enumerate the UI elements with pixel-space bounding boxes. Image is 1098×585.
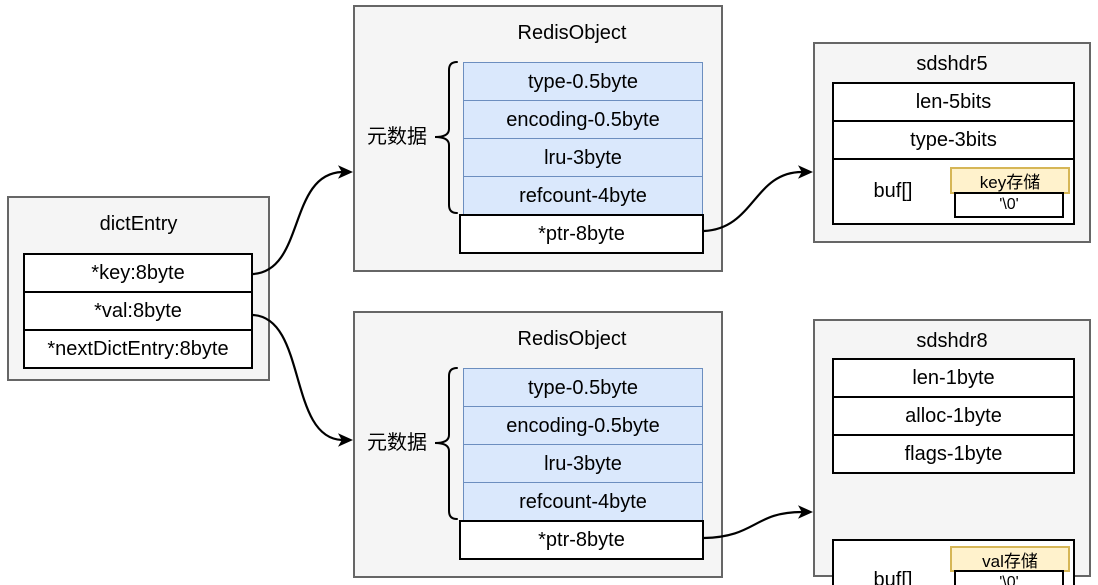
sdshdr5-buf-label: buf[] bbox=[873, 180, 913, 202]
redisobject-bottom-meta-label: 元数据 bbox=[367, 432, 427, 454]
redisobject-bottom-title: RedisObject bbox=[517, 328, 627, 350]
sdshdr8-row-alloc: alloc-1byte bbox=[832, 396, 1075, 436]
dictentry-title: dictEntry bbox=[99, 213, 178, 235]
redisobject-bottom-row-ptr: *ptr-8byte bbox=[459, 520, 704, 560]
sdshdr8-row-flags: flags-1byte bbox=[832, 434, 1075, 474]
redisobject-bottom-row-encoding: encoding-0.5byte bbox=[463, 406, 703, 446]
sdshdr5-cell-key-storage: key存储 bbox=[950, 167, 1070, 194]
sdshdr5-row-buf: buf[] key存储 '\0' bbox=[832, 158, 1075, 225]
redisobject-top-title: RedisObject bbox=[517, 22, 627, 44]
redisobject-top-row-refcount: refcount-4byte bbox=[463, 176, 703, 216]
arrowhead-val bbox=[338, 433, 353, 447]
arrowhead-key bbox=[338, 165, 353, 179]
arrowhead-sdshdr8 bbox=[798, 505, 813, 519]
sdshdr5-cell-nul: '\0' bbox=[954, 192, 1064, 218]
redisobject-bottom-row-lru: lru-3byte bbox=[463, 444, 703, 484]
dictentry-row-key: *key:8byte bbox=[23, 253, 253, 293]
dictentry-row-nextdictentry: *nextDictEntry:8byte bbox=[23, 329, 253, 369]
sdshdr8-row-len: len-1byte bbox=[832, 358, 1075, 398]
redisobject-top-row-ptr: *ptr-8byte bbox=[459, 214, 704, 254]
redisobject-top-row-encoding: encoding-0.5byte bbox=[463, 100, 703, 140]
sdshdr8-cell-nul: '\0' bbox=[954, 570, 1064, 585]
redisobject-top-row-lru: lru-3byte bbox=[463, 138, 703, 178]
arrowhead-sdshdr5 bbox=[798, 165, 813, 179]
sdshdr5-row-len: len-5bits bbox=[832, 82, 1075, 122]
sdshdr8-row-buf: buf[] val存储 '\0' sdsavail bbox=[832, 539, 1075, 585]
sdshdr8-buf-label: buf[] bbox=[873, 569, 913, 585]
redisobject-top-row-type: type-0.5byte bbox=[463, 62, 703, 102]
redisobject-bottom-row-refcount: refcount-4byte bbox=[463, 482, 703, 522]
redisobject-top-meta-label: 元数据 bbox=[367, 126, 427, 148]
sdshdr5-title: sdshdr5 bbox=[916, 53, 988, 75]
redisobject-bottom-row-type: type-0.5byte bbox=[463, 368, 703, 408]
sdshdr8-cell-val-storage: val存储 bbox=[950, 546, 1070, 572]
dictentry-row-val: *val:8byte bbox=[23, 291, 253, 331]
sdshdr8-title: sdshdr8 bbox=[916, 330, 988, 352]
sdshdr5-row-type: type-3bits bbox=[832, 120, 1075, 160]
